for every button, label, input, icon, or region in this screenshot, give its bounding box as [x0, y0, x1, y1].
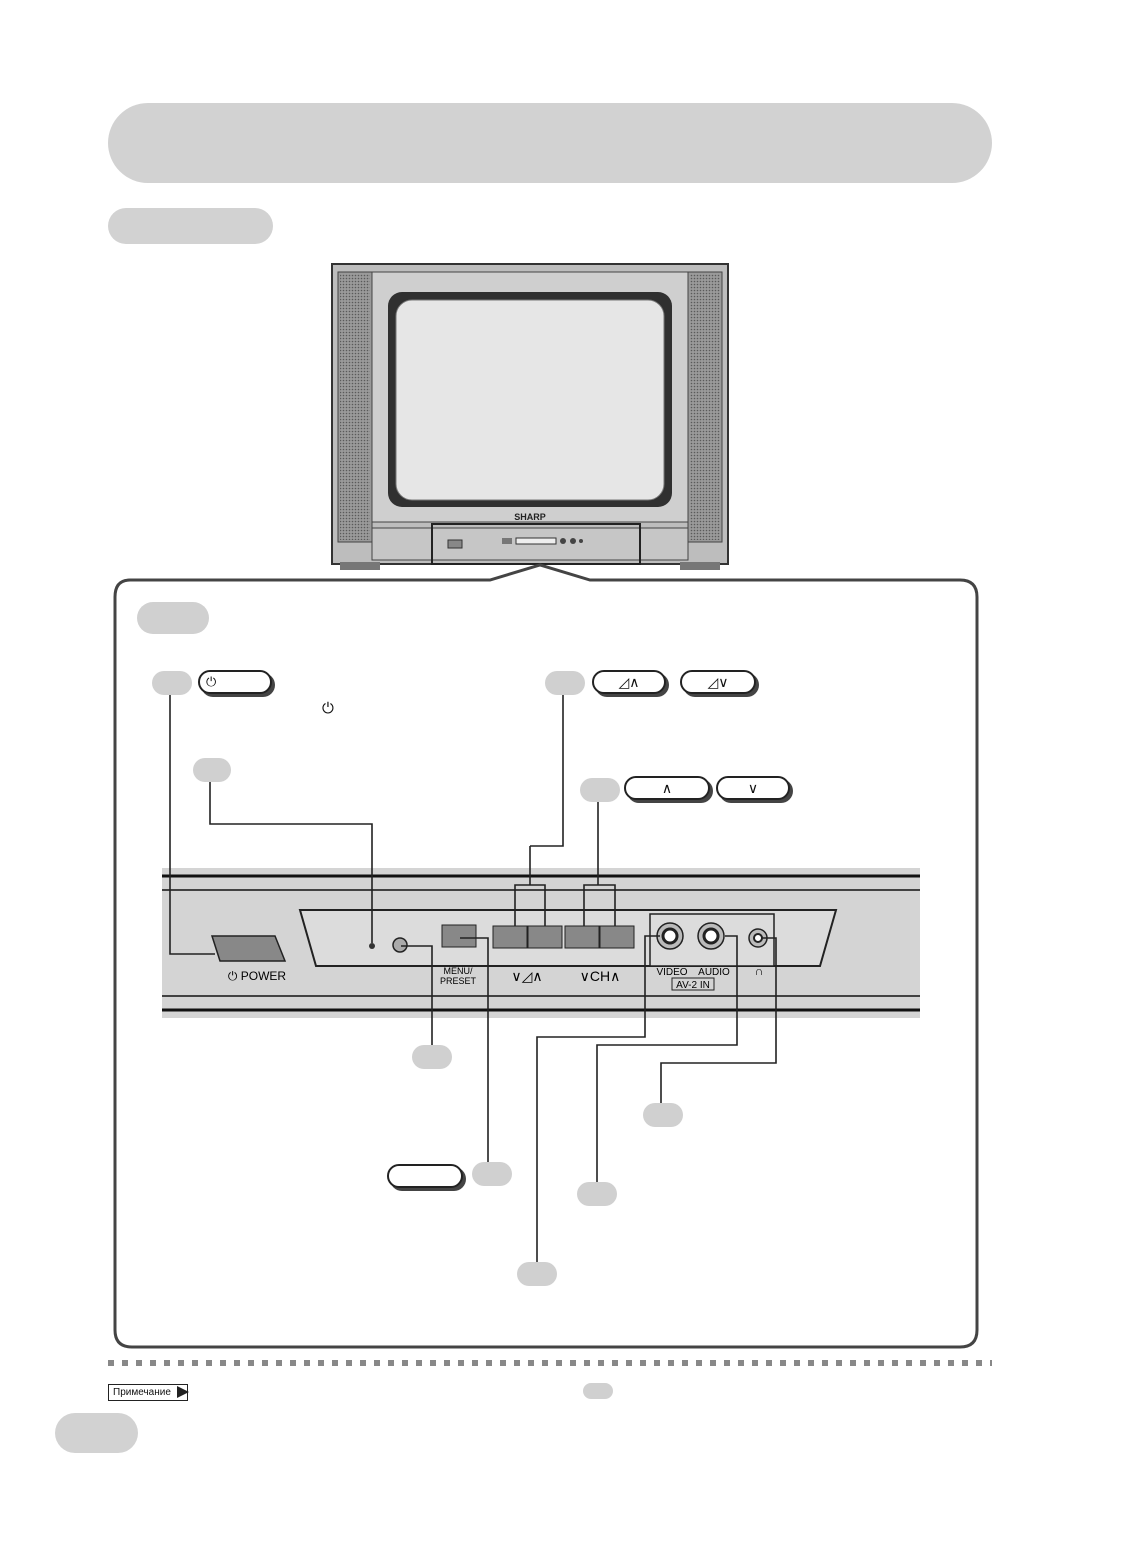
callout-tag-power: [152, 671, 192, 695]
callout-tag-video: [517, 1262, 557, 1286]
page-number-tab: [55, 1413, 138, 1453]
volume-down-key: ◿∨: [680, 670, 756, 694]
callout-tag-headphone: [643, 1103, 683, 1127]
front-panel: ⏻ POWER MENU/ PRESET ∨◿∧ ∨CH∧ VIDEO AUDI…: [162, 868, 920, 1018]
menu-key: [387, 1164, 463, 1188]
tv-brand-logo: SHARP: [514, 512, 546, 522]
panel-video-label: VIDEO: [656, 967, 687, 978]
channel-down-key-label: ∨: [747, 780, 759, 796]
note-label: Примечание: [108, 1384, 189, 1401]
panel-menu-label-1: MENU/: [444, 966, 473, 976]
tv-illustration: SHARP: [331, 263, 729, 570]
power-inline-symbol: ⏻: [322, 700, 334, 717]
callout-tag-menu: [472, 1162, 512, 1186]
note-label-text: Примечание: [113, 1387, 171, 1398]
panel-menu-label-2: PRESET: [440, 976, 477, 986]
panel-volume-label: ∨◿∧: [511, 968, 542, 984]
channel-down-key: ∨: [716, 776, 790, 800]
panel-av-in-label: AV-2 IN: [676, 980, 710, 991]
power-key: ⏻: [198, 670, 272, 694]
callout-tag-indicator: [193, 758, 231, 782]
channel-up-key-label: ∧: [661, 780, 673, 796]
panel-power-label: ⏻ POWER: [228, 969, 286, 983]
callout-tag-channel: [580, 778, 620, 802]
volume-down-key-label: ◿∨: [707, 674, 729, 690]
dotted-divider: [108, 1360, 992, 1366]
channel-up-key: ∧: [624, 776, 710, 800]
callout-tag-volume: [545, 671, 585, 695]
panel-audio-label: AUDIO: [698, 967, 730, 978]
section-tab: [108, 208, 273, 244]
section-title-tag: [137, 602, 209, 634]
panel-headphone-label: ∩: [755, 964, 764, 978]
panel-channel-label: ∨CH∧: [580, 968, 621, 984]
callout-tag-audio: [577, 1182, 617, 1206]
note-ref-tag: [583, 1383, 613, 1399]
volume-up-key: ◿∧: [592, 670, 666, 694]
callout-tag-sensor: [412, 1045, 452, 1069]
power-key-symbol: ⏻: [206, 674, 217, 689]
note-arrow-icon: [176, 1386, 189, 1398]
volume-up-key-label: ◿∧: [618, 674, 640, 690]
page-header-bar: [108, 103, 992, 183]
